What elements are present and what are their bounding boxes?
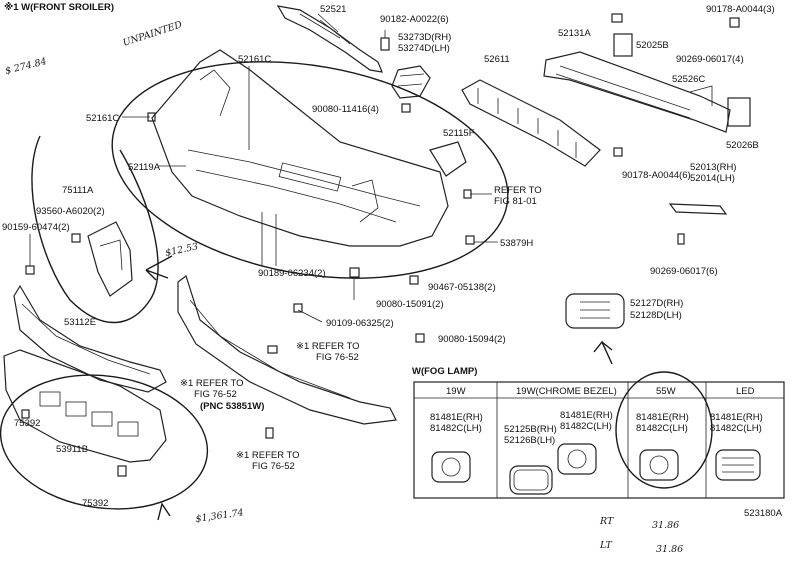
- fog-lamp-col2-part-81482c: 81482C(LH): [560, 421, 612, 432]
- part-label-53273d: 53273D(RH): [398, 32, 451, 43]
- handwritten-price-bumper: $ 274.84: [4, 56, 48, 77]
- reinforcement-52131a-drawing: [543, 51, 751, 133]
- part-label-53274d: 53274D(LH): [398, 43, 450, 54]
- fog-lamp-led-drawing: [715, 449, 761, 481]
- part-label-75392-b: 75392: [82, 498, 108, 509]
- bolt-90178a-drawing: [729, 17, 740, 28]
- fog-lamp-table: [413, 381, 785, 499]
- fog-lamp-col4-part-lh: 81482C(LH): [710, 423, 762, 434]
- part-label-52115f: 52115F: [443, 128, 475, 139]
- fog-lamp-col2-part-52125b: 52125B(RH): [504, 424, 557, 435]
- handwritten-lt-price: 31.86: [656, 544, 683, 555]
- handwritten-rt-price: 31.86: [652, 520, 679, 531]
- part-label-53911b: 53911B: [56, 444, 88, 455]
- part-label-90178a: 90178-A0044(3): [706, 4, 775, 15]
- refer-note-fig-76-52-c-line1: ※1 REFER TO: [236, 450, 300, 461]
- fog-lamp-col1-part-rh: 81481E(RH): [430, 412, 483, 423]
- bracket-52526c-drawing: [689, 85, 713, 106]
- part-label-52161c-left: 52161C: [86, 113, 119, 124]
- part-label-90080-11416: 90080-11416(4): [312, 104, 379, 115]
- part-label-90178b: 90178-A0044(6): [622, 170, 691, 181]
- fog-lamp-col-55w-header: 55W: [656, 386, 676, 397]
- refer-note-fig-76-52-b-line2: FIG 76-52: [194, 389, 237, 400]
- part-label-52127d: 52127D(RH): [630, 298, 683, 309]
- part-label-90269a: 90269-06017(4): [676, 54, 744, 65]
- refer-note-fig-81-01-line1: REFER TO: [494, 185, 542, 196]
- refer-note-fig-76-52-b-line3: (PNC 53851W): [200, 401, 264, 412]
- fog-lamp-col-led-header: LED: [736, 386, 755, 397]
- handwritten-lt-label: LT: [599, 540, 613, 551]
- part-label-75392-a: 75392: [14, 418, 40, 429]
- handwritten-rt-label: RT: [599, 516, 614, 527]
- part-label-90467: 90467-05138(2): [428, 282, 496, 293]
- header-note: ※1 W(FRONT SROILER): [4, 2, 114, 13]
- refer-note-fig-76-52-b-line1: ※1 REFER TO: [180, 378, 244, 389]
- part-label-75111a: 75111A: [62, 185, 94, 196]
- bracket-52025b-drawing: [611, 13, 633, 57]
- bracket-75111a-drawing: [87, 221, 133, 297]
- part-label-90269b: 90269-06017(6): [650, 266, 718, 277]
- part-label-52013: 52013(RH): [690, 162, 736, 173]
- part-label-90080-15091: 90080-15091(2): [376, 299, 444, 310]
- part-label-52526c: 52526C: [672, 74, 705, 85]
- handwritten-price-spoiler: $1,361.74: [195, 507, 244, 525]
- bezel-52127d-drawing: [565, 293, 625, 329]
- fog-lamp-19w-drawing: [431, 451, 471, 483]
- handwritten-price-bracket: $12.53: [164, 241, 199, 259]
- handwritten-unpainted: UNPAINTED: [122, 19, 184, 49]
- skid-plate-53911b-drawing: [3, 349, 167, 463]
- handwritten-annotations: [0, 61, 713, 521]
- part-label-53879h: 53879H: [500, 238, 533, 249]
- fog-lamp-chrome-bezel-drawing: [509, 443, 597, 495]
- part-label-90159: 90159-60474(2): [2, 222, 70, 233]
- bracket-52521-drawing: [276, 5, 383, 73]
- refer-note-fig-76-52-a-line2: FIG 76-52: [316, 352, 359, 363]
- part-label-52119a: 52119A: [128, 162, 161, 173]
- fog-lamp-col-19w-header: 19W: [446, 386, 466, 397]
- fog-lamp-col4-part-rh: 81481E(RH): [710, 412, 763, 423]
- part-label-53112e: 53112E: [64, 317, 96, 328]
- refer-note-fig-76-52-c-line2: FIG 76-52: [252, 461, 295, 472]
- fog-lamp-55w-drawing: [639, 449, 679, 481]
- part-label-90189: 90189-06234(2): [258, 268, 326, 279]
- fog-lamp-title: W(FOG LAMP): [412, 366, 477, 377]
- absorber-52611-drawing: [461, 79, 601, 167]
- part-label-52161c-top: 52161C: [238, 54, 271, 65]
- part-label-52025b: 52025B: [636, 40, 669, 51]
- panel-53112e-drawing: [13, 284, 167, 393]
- fog-lamp-col-chrome-header: 19W(CHROME BEZEL): [516, 386, 617, 397]
- part-label-52131a: 52131A: [558, 28, 591, 39]
- front-spoiler-drawing: [177, 275, 397, 425]
- part-label-52014: 52014(LH): [690, 173, 735, 184]
- refer-note-fig-76-52-a-line1: ※1 REFER TO: [296, 341, 360, 352]
- fog-lamp-col3-part-rh: 81481E(RH): [636, 412, 689, 423]
- part-label-52521: 52521: [320, 4, 346, 15]
- fog-lamp-col3-part-lh: 81482C(LH): [636, 423, 688, 434]
- part-label-52611: 52611: [484, 54, 510, 65]
- bolt-90182-drawing: [380, 30, 390, 51]
- refer-note-fig-81-01-line2: FIG 81-01: [494, 196, 537, 207]
- part-label-52128d: 52128D(LH): [630, 310, 682, 321]
- fog-lamp-col2-part-81481e: 81481E(RH): [560, 410, 613, 421]
- part-label-90182: 90182-A0022(6): [380, 14, 449, 25]
- bumper-cover-52119a-drawing: [151, 49, 449, 247]
- fog-lamp-col1-part-lh: 81482C(LH): [430, 423, 482, 434]
- part-label-52026b: 52026B: [726, 140, 759, 151]
- part-label-93560: 93560-A6020(2): [36, 206, 105, 217]
- diagram-code: 523180A: [744, 508, 783, 519]
- part-label-90109: 90109-06325(2): [326, 318, 394, 329]
- part-label-90080-15094: 90080-15094(2): [438, 334, 506, 345]
- fog-lamp-col2-part-52126b: 52126B(LH): [504, 435, 555, 446]
